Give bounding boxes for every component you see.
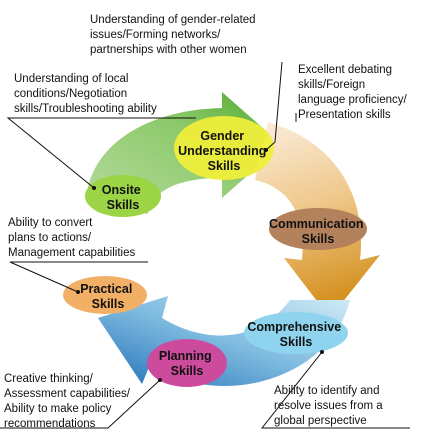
gender-description: Understanding of gender-related issues/F… [90, 14, 259, 56]
practical-leader-line [9, 261, 148, 293]
gender-skill-label: Gender Understanding Skills [178, 129, 270, 173]
comprehensive-marker-dot [320, 350, 324, 354]
planning-skill-label: Planning Skills [159, 349, 215, 378]
gender-marker-dot [264, 148, 268, 152]
practical-marker-dot [76, 290, 80, 294]
comprehensive-description: Ability to identify and resolve issues f… [274, 385, 386, 427]
onsite-leader-line [6, 117, 196, 189]
communication-skill-label: Communication Skills [269, 217, 367, 246]
planning-leader-line [0, 379, 161, 429]
communication-skills-node [269, 208, 367, 250]
planning-marker-dot [158, 378, 162, 382]
onsite-description: Understanding of local conditions/Negoti… [14, 73, 157, 115]
planning-description: Creative thinking/ Assessment capabiliti… [4, 373, 133, 430]
practical-skills-node [63, 276, 147, 314]
planning-skills-node [147, 339, 227, 387]
onsite-marker-dot [92, 186, 96, 190]
comprehensive-skill-label: Comprehensive Skills [247, 320, 344, 349]
practical-description: Ability to convert plans to actions/ Man… [8, 217, 135, 259]
gender-understanding-skills-node [174, 116, 274, 180]
practical-skill-label: Practical Skills [80, 282, 136, 311]
onsite-skills-node [85, 175, 161, 217]
comprehensive-leader-line [260, 351, 410, 429]
gender-leader-line [265, 61, 283, 151]
comprehensive-skills-node [244, 312, 348, 354]
onsite-skill-label: Onsite Skills [102, 183, 144, 212]
communication-description: Excellent debating skills/Foreign langua… [298, 64, 410, 121]
